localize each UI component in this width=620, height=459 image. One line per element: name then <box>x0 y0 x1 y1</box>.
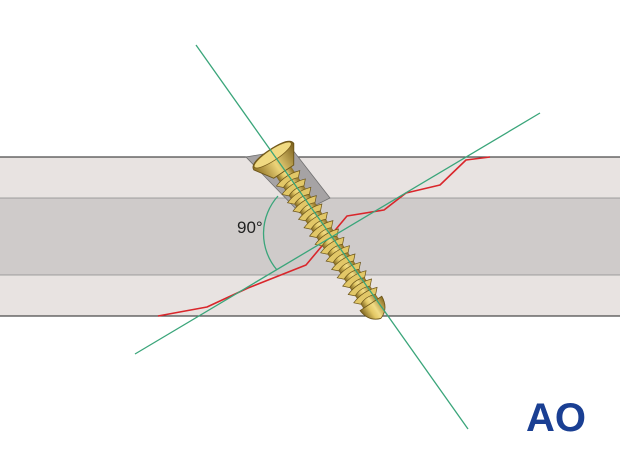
ao-logo-text: AO <box>526 396 586 440</box>
thread-ridge <box>320 236 345 255</box>
thread-ridge <box>308 220 334 238</box>
thread-ridge <box>325 245 350 263</box>
right-angle-arc <box>262 195 279 271</box>
thread-ridge <box>314 228 339 247</box>
thread-ridge <box>347 278 373 297</box>
fracture-line <box>157 156 491 317</box>
thread-ridge <box>331 253 356 272</box>
thread-ridge <box>281 178 306 197</box>
far-cortex <box>0 275 620 316</box>
screw-head-top <box>253 141 292 169</box>
thread-ridge <box>303 211 328 230</box>
thread-ridge <box>342 270 367 288</box>
thread-ridge <box>275 170 301 188</box>
fracture-plane-line <box>134 112 541 355</box>
thread-ridge <box>286 186 312 205</box>
angle-label: 90° <box>237 218 263 237</box>
thread-ridge <box>336 261 361 280</box>
ao-logo: AO <box>526 396 586 440</box>
thread-ridge <box>297 203 323 222</box>
thread-ridge <box>292 195 317 213</box>
screw-threads <box>275 170 378 305</box>
